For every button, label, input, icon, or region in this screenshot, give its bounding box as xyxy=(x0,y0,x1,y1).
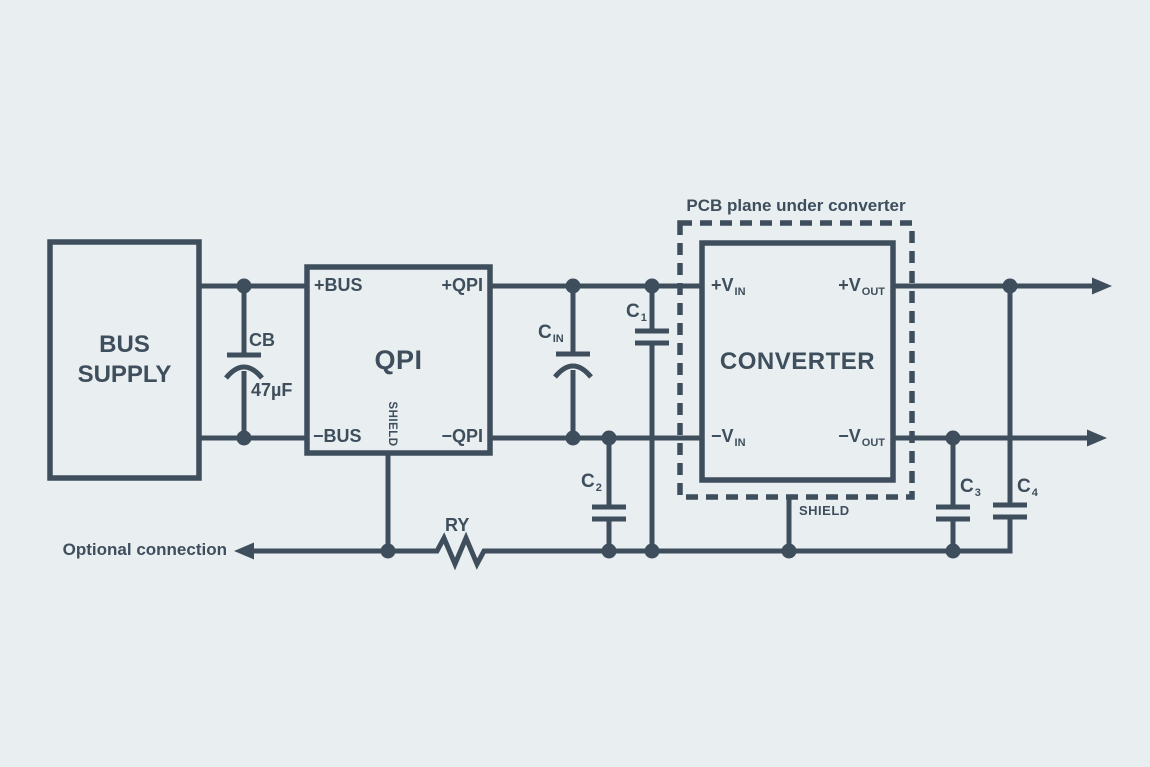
converter-title: CONVERTER xyxy=(719,347,876,375)
cb-capacitor-plate-curved xyxy=(224,364,264,380)
ry-resistor-zigzag xyxy=(429,531,491,571)
converter-pin-plus-vout: +VOUT xyxy=(838,275,885,298)
cb-label: CB xyxy=(249,330,275,350)
qpi-box xyxy=(304,264,493,456)
converter-pin-plus-vin: +VIN xyxy=(711,275,746,298)
junction-cin-top xyxy=(565,278,581,294)
junction-c1-bottom xyxy=(644,543,660,559)
junction-qpi-shield xyxy=(380,543,396,559)
junction-converter-shield xyxy=(781,543,797,559)
pcb-plane-dashed-box xyxy=(677,220,915,500)
qpi-pin-shield: SHIELD xyxy=(386,401,399,447)
optional-connection-label: Optional connection xyxy=(62,540,227,559)
qpi-pin-minus-qpi: −QPI xyxy=(441,426,483,446)
converter-box xyxy=(699,240,896,483)
bus-supply-box xyxy=(47,239,202,481)
output-positive-arrow-icon xyxy=(1092,277,1112,295)
junction-c2-bottom xyxy=(601,543,617,559)
junction-cb-top xyxy=(236,278,252,294)
bus-supply-label: BUS SUPPLY xyxy=(77,331,172,388)
c1-label: C1 xyxy=(626,301,647,324)
junction-c3-bottom xyxy=(945,543,961,559)
cb-value: 47µF xyxy=(251,380,293,400)
cin-label: CIN xyxy=(538,322,564,345)
qpi-pin-minus-bus: −BUS xyxy=(313,426,362,446)
pcb-plane-note: PCB plane under converter xyxy=(686,196,906,215)
c2-label: C2 xyxy=(581,471,602,494)
c2-capacitor-plates xyxy=(592,504,626,522)
junction-cin-bottom xyxy=(565,430,581,446)
converter-pin-minus-vin: −VIN xyxy=(711,426,746,449)
junction-cb-bottom xyxy=(236,430,252,446)
qpi-title: QPI xyxy=(374,344,423,375)
c3-label: C3 xyxy=(960,476,981,499)
c1-capacitor-plates xyxy=(635,328,669,346)
c4-capacitor-plates xyxy=(993,502,1027,520)
ry-label: RY xyxy=(445,515,470,535)
output-negative-arrow-icon xyxy=(1087,429,1107,447)
converter-pin-minus-vout: −VOUT xyxy=(838,426,885,449)
junction-c2-top xyxy=(601,430,617,446)
qpi-pin-plus-bus: +BUS xyxy=(314,275,363,295)
shield-rail-right xyxy=(489,517,1013,554)
qpi-pin-plus-qpi: +QPI xyxy=(441,275,483,295)
c4-label: C4 xyxy=(1017,476,1038,499)
shield-note: SHIELD xyxy=(799,503,850,518)
junction-c1-top xyxy=(644,278,660,294)
junction-c4-top xyxy=(1002,278,1018,294)
cin-capacitor-plate-curved xyxy=(553,363,593,379)
junction-c3-top xyxy=(945,430,961,446)
c3-capacitor-plates xyxy=(936,504,970,522)
optional-connection-arrow-icon xyxy=(234,542,254,560)
